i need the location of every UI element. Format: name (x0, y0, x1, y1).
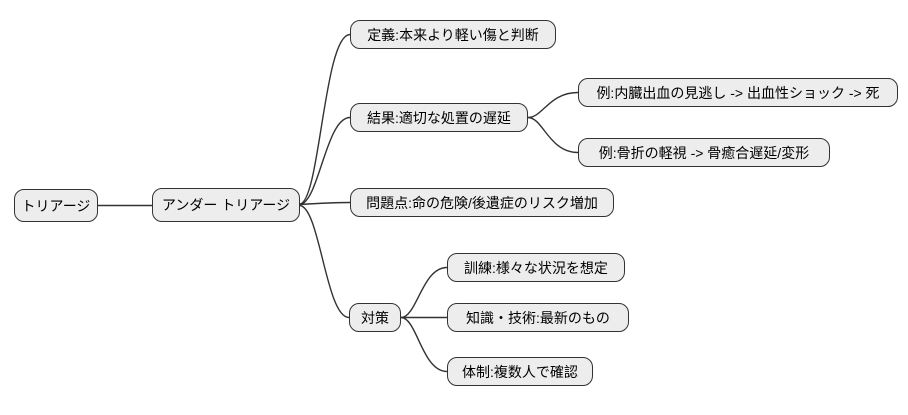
node-example-bleeding: 例:内臓出血の見逃し -> 出血性ショック -> 死 (578, 78, 898, 107)
edge-under-triage-to-countermeasures (299, 204, 350, 319)
edge-result-to-example-fracture (527, 116, 579, 154)
node-knowledge: 知識・技術:最新のもの (447, 303, 629, 332)
edge-under-triage-to-problem (299, 201, 351, 206)
node-training: 訓練:様々な状況を想定 (447, 253, 625, 282)
edge-countermeasures-to-system-check (400, 316, 448, 373)
node-example-fracture: 例:骨折の軽視 -> 骨癒合遅延/変形 (578, 138, 830, 167)
edge-result-to-example-bleeding (527, 91, 579, 119)
node-result: 結果:適切な処置の遅延 (350, 103, 528, 132)
edge-countermeasures-to-training (400, 266, 448, 319)
node-definition: 定義:本来より軽い傷と判断 (350, 20, 556, 49)
node-triage: トリアージ (14, 189, 98, 222)
node-problem: 問題点:命の危険/後遺症のリスク増加 (350, 188, 614, 217)
node-countermeasures: 対策 (349, 303, 401, 332)
edge-under-triage-to-result (299, 116, 351, 206)
edge-under-triage-to-definition (299, 33, 351, 205)
node-system-check: 体制:複数人で確認 (447, 357, 593, 386)
node-under-triage: アンダー トリアージ (152, 188, 300, 222)
